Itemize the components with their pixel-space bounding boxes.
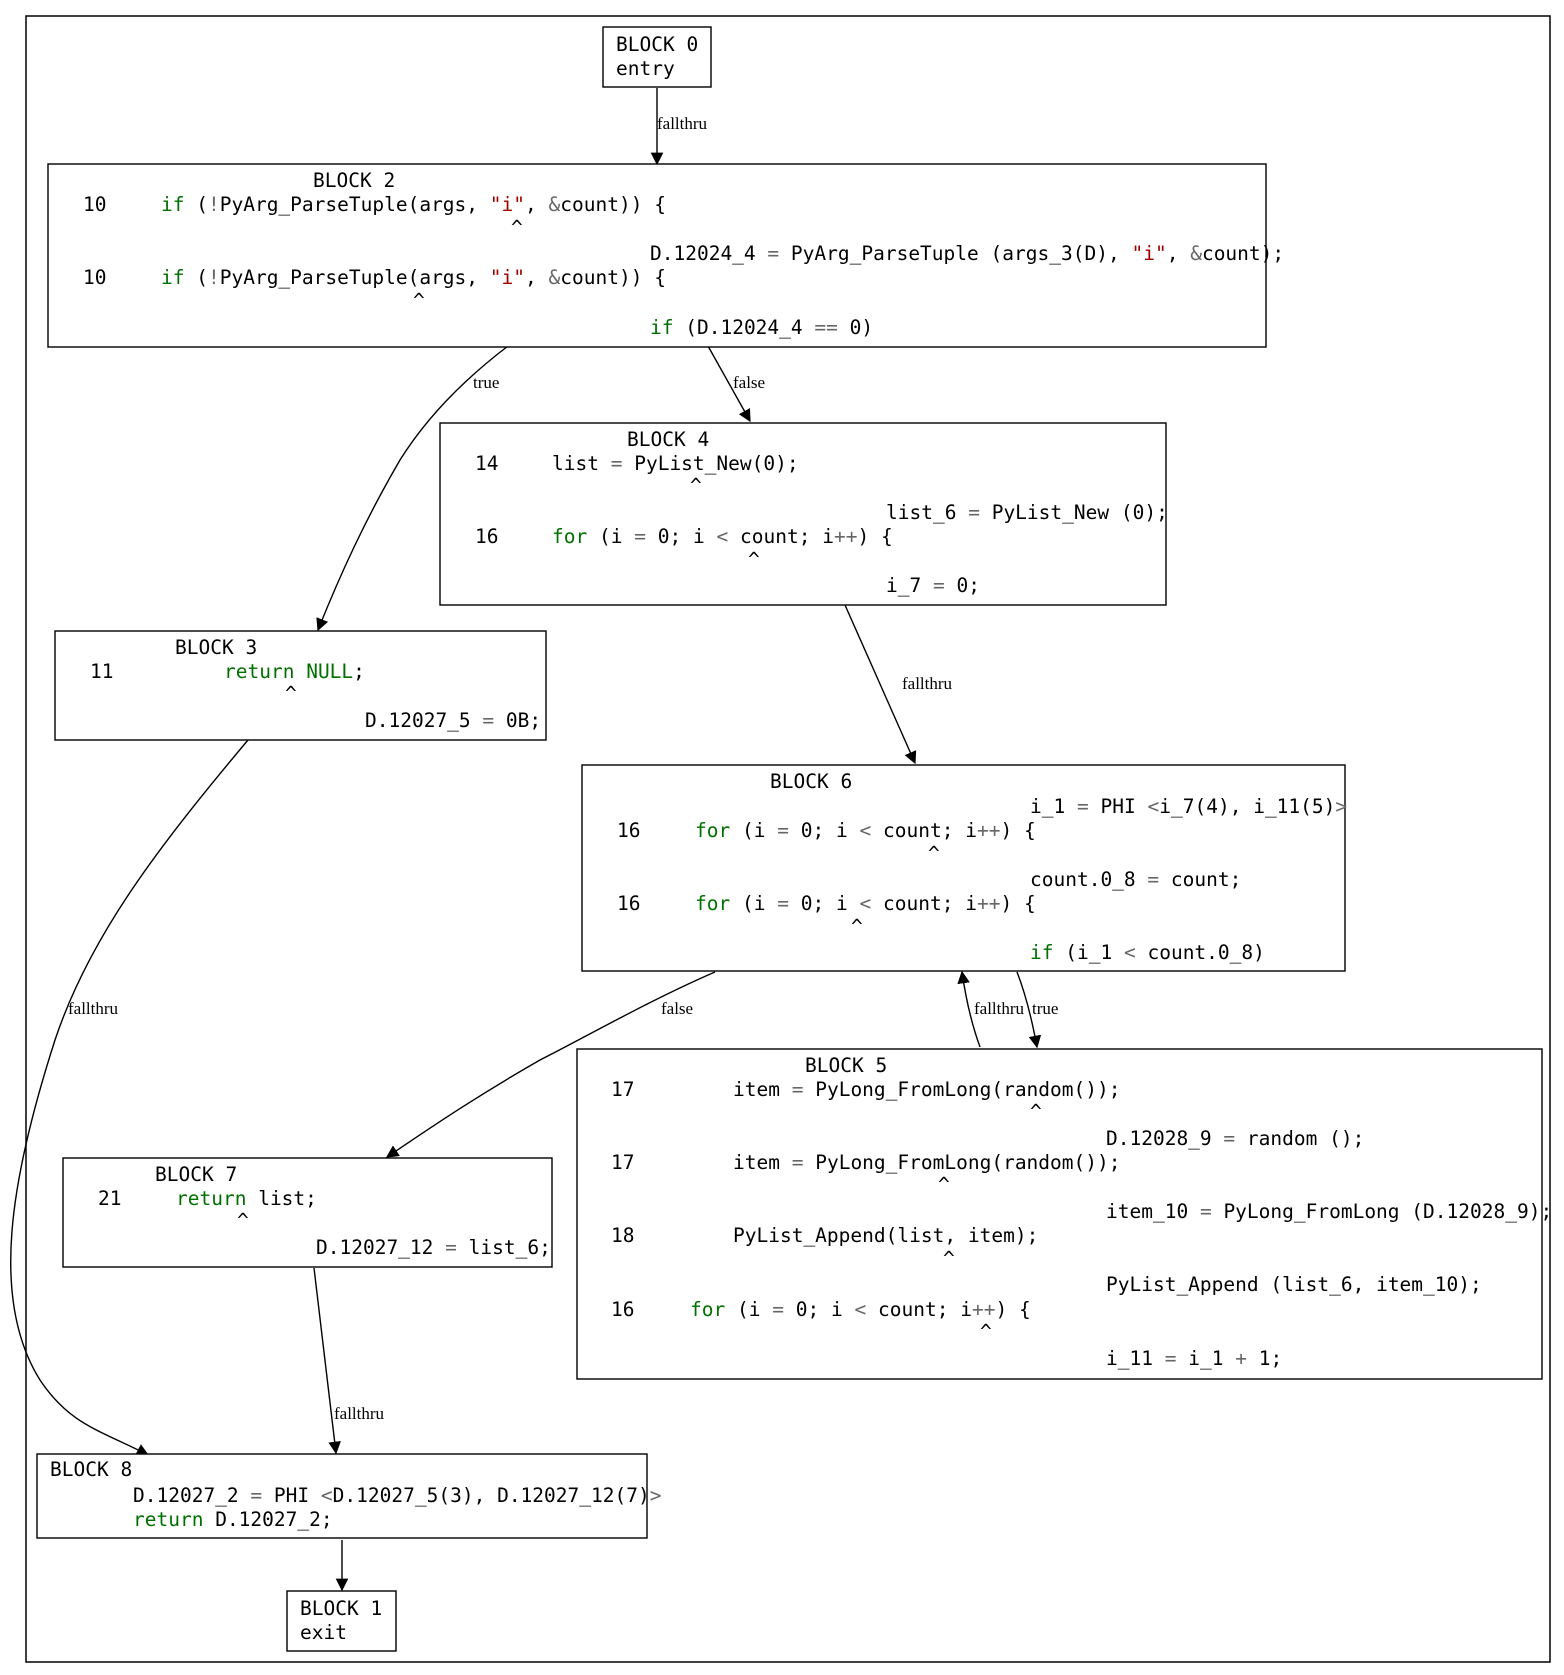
block-6-lineno-2: 16 xyxy=(617,892,640,915)
block-7-gimple-1: D.12027_12 = list_6; xyxy=(316,1236,551,1259)
block-4-title: BLOCK 4 xyxy=(627,428,709,451)
edge-2-3 xyxy=(316,345,509,632)
block-1-label: exit xyxy=(300,1621,347,1644)
block-6: BLOCK 6 i_1 = PHI <i_7(4), i_11(5)> 16 f… xyxy=(581,764,1347,972)
block-2: BLOCK 2 10 if (!PyArg_ParseTuple(args, "… xyxy=(47,163,1284,348)
cluster-border xyxy=(25,15,1551,1663)
block-5-caret-3: ^ xyxy=(943,1247,955,1270)
block-6-gimple-2: if (i_1 < count.0_8) xyxy=(1030,941,1265,964)
edge-7-8 xyxy=(313,1267,341,1455)
block-1: BLOCK 1 exit xyxy=(286,1590,397,1652)
block-4-caret-2: ^ xyxy=(748,548,760,571)
block-5-gimple-4: i_11 = i_1 + 1; xyxy=(1106,1347,1282,1370)
block-2-caret-2: ^ xyxy=(413,289,425,312)
block-2-lineno-2: 10 xyxy=(83,266,106,289)
block-3-gimple-1: D.12027_5 = 0B; xyxy=(365,709,541,732)
block-6-phi: i_1 = PHI <i_7(4), i_11(5)> xyxy=(1030,795,1347,818)
edge-6-7 xyxy=(385,971,716,1158)
block-6-caret-1: ^ xyxy=(928,842,940,865)
block-2-title: BLOCK 2 xyxy=(313,169,395,192)
block-5-source-2: item = PyLong_FromLong(random()); xyxy=(733,1151,1121,1174)
block-2-caret-1: ^ xyxy=(511,216,523,239)
block-2-gimple-2: if (D.12024_4 == 0) xyxy=(650,316,873,339)
block-6-source-2: for (i = 0; i < count; i++) { xyxy=(695,892,1036,915)
block-0-title: BLOCK 0 xyxy=(616,33,698,56)
block-6-gimple-1: count.0_8 = count; xyxy=(1030,868,1241,891)
block-8-return: return D.12027_2; xyxy=(133,1508,333,1531)
block-5-source-1: item = PyLong_FromLong(random()); xyxy=(733,1078,1121,1101)
block-3-title: BLOCK 3 xyxy=(175,636,257,659)
edge-label-2-4: false xyxy=(733,373,765,392)
edge-label-0-2: fallthru xyxy=(657,114,708,133)
block-4-gimple-2: i_7 = 0; xyxy=(886,574,980,597)
block-5-lineno-1: 17 xyxy=(611,1078,634,1101)
edge-label-3-8: fallthru xyxy=(68,999,119,1018)
block-8: BLOCK 8 D.12027_2 = PHI <D.12027_5(3), D… xyxy=(36,1453,661,1539)
block-5-lineno-4: 16 xyxy=(611,1298,634,1321)
block-8-phi: D.12027_2 = PHI <D.12027_5(3), D.12027_1… xyxy=(133,1484,661,1507)
block-1-title: BLOCK 1 xyxy=(300,1597,382,1620)
edge-2-4 xyxy=(707,345,751,423)
edge-label-7-8: fallthru xyxy=(334,1404,385,1423)
block-5-source-3: PyList_Append(list, item); xyxy=(733,1224,1038,1247)
block-4-lineno-2: 16 xyxy=(475,525,498,548)
block-4: BLOCK 4 14 list = PyList_New(0); ^ list_… xyxy=(439,422,1168,606)
block-3-caret-1: ^ xyxy=(285,682,297,705)
block-6-title: BLOCK 6 xyxy=(770,770,852,793)
block-6-caret-2: ^ xyxy=(851,915,863,938)
block-6-source-1: for (i = 0; i < count; i++) { xyxy=(695,819,1036,842)
block-2-source-2: if (!PyArg_ParseTuple(args, "i", &count)… xyxy=(161,266,666,289)
block-5-gimple-3: PyList_Append (list_6, item_10); xyxy=(1106,1273,1482,1296)
block-2-gimple-1: D.12024_4 = PyArg_ParseTuple (args_3(D),… xyxy=(650,242,1284,265)
block-2-source-1: if (!PyArg_ParseTuple(args, "i", &count)… xyxy=(161,193,666,216)
block-5-source-4: for (i = 0; i < count; i++) { xyxy=(690,1298,1031,1321)
block-0-label: entry xyxy=(616,57,675,80)
block-0: BLOCK 0 entry xyxy=(602,26,712,88)
block-3: BLOCK 3 11 return NULL; ^ D.12027_5 = 0B… xyxy=(54,630,547,741)
edge-labels: fallthru true false fallthru fallthru fa… xyxy=(68,114,1058,1423)
block-4-caret-1: ^ xyxy=(690,474,702,497)
block-7-caret-1: ^ xyxy=(237,1209,249,1232)
block-5-caret-4: ^ xyxy=(980,1320,992,1343)
edge-3-8 xyxy=(10,739,249,1456)
block-5-caret-2: ^ xyxy=(938,1173,950,1196)
block-4-source-2: for (i = 0; i < count; i++) { xyxy=(552,525,893,548)
block-7: BLOCK 7 21 return list; ^ D.12027_12 = l… xyxy=(62,1157,553,1268)
block-5-lineno-2: 17 xyxy=(611,1151,634,1174)
edge-label-5-6: fallthru xyxy=(974,999,1025,1018)
block-7-source-1: return list; xyxy=(176,1187,317,1210)
block-5-gimple-1: D.12028_9 = random (); xyxy=(1106,1127,1364,1150)
block-2-lineno-1: 10 xyxy=(83,193,106,216)
edge-label-6-7: false xyxy=(661,999,693,1018)
edge-label-4-6: fallthru xyxy=(902,674,953,693)
block-3-lineno-1: 11 xyxy=(90,660,113,683)
block-8-title: BLOCK 8 xyxy=(50,1458,132,1481)
edges xyxy=(10,88,1042,1592)
block-4-gimple-1: list_6 = PyList_New (0); xyxy=(886,501,1168,524)
edge-6-5 xyxy=(1016,971,1042,1049)
block-5: BLOCK 5 17 item = PyLong_FromLong(random… xyxy=(576,1048,1552,1380)
edge-label-2-3: true xyxy=(473,373,499,392)
block-5-lineno-3: 18 xyxy=(611,1224,634,1247)
block-6-lineno-1: 16 xyxy=(617,819,640,842)
block-4-lineno-1: 14 xyxy=(475,452,498,475)
block-5-title: BLOCK 5 xyxy=(805,1054,887,1077)
block-4-source-1: list = PyList_New(0); xyxy=(552,452,799,475)
edge-5-6 xyxy=(957,970,981,1048)
block-5-gimple-2: item_10 = PyLong_FromLong (D.12028_9); xyxy=(1106,1200,1552,1223)
edge-4-6 xyxy=(844,604,917,765)
edge-label-6-5: true xyxy=(1032,999,1058,1018)
block-3-source-1: return NULL; xyxy=(224,660,365,683)
block-7-lineno-1: 21 xyxy=(98,1187,121,1210)
block-5-caret-1: ^ xyxy=(1030,1100,1042,1123)
block-7-title: BLOCK 7 xyxy=(155,1163,237,1186)
